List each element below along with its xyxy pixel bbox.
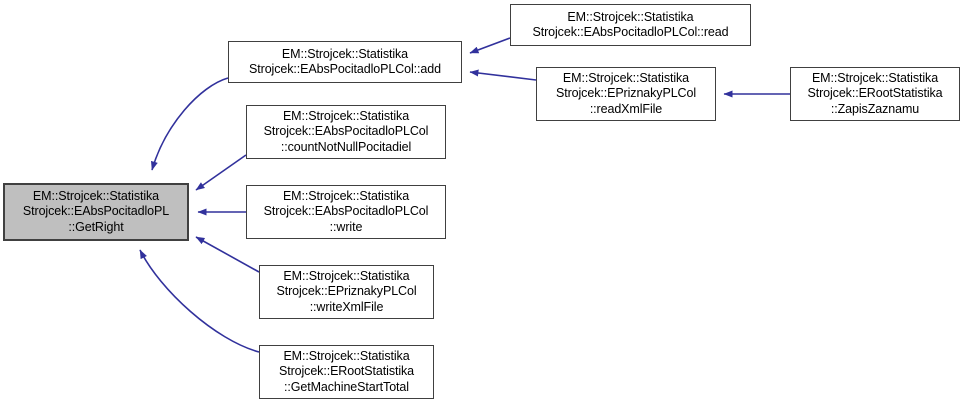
graph-node-root-zapis-zaznamu[interactable]: EM::Strojcek::Statistika Strojcek::ERoot…: [790, 67, 960, 121]
graph-node-label: EM::Strojcek::Statistika Strojcek::EAbsP…: [22, 188, 170, 234]
graph-node-count-not-null[interactable]: EM::Strojcek::Statistika Strojcek::EAbsP…: [246, 105, 446, 159]
graph-edge-col-add-to-get-right: [151, 77, 229, 171]
graph-node-label: EM::Strojcek::Statistika Strojcek::EAbsP…: [263, 188, 429, 234]
graph-edge-priznaky-read-xml-to-col-add: [469, 69, 537, 81]
graph-node-col-read[interactable]: EM::Strojcek::Statistika Strojcek::EAbsP…: [510, 4, 751, 46]
graph-node-col-write[interactable]: EM::Strojcek::Statistika Strojcek::EAbsP…: [246, 185, 446, 239]
graph-edge-root-get-machine-start-total-to-get-right: [139, 249, 260, 353]
graph-node-label: EM::Strojcek::Statistika Strojcek::EAbsP…: [249, 46, 441, 77]
graph-edge-count-not-null-to-get-right: [195, 154, 247, 191]
graph-node-label: EM::Strojcek::Statistika Strojcek::EAbsP…: [263, 108, 429, 154]
graph-node-priznaky-write-xml[interactable]: EM::Strojcek::Statistika Strojcek::EPriz…: [259, 265, 434, 319]
graph-node-root-get-machine-start-total[interactable]: EM::Strojcek::Statistika Strojcek::ERoot…: [259, 345, 434, 399]
graph-node-label: EM::Strojcek::Statistika Strojcek::ERoot…: [807, 70, 943, 116]
graph-node-label: EM::Strojcek::Statistika Strojcek::ERoot…: [278, 348, 415, 394]
graph-node-priznaky-read-xml[interactable]: EM::Strojcek::Statistika Strojcek::EPriz…: [536, 67, 716, 121]
graph-edge-priznaky-write-xml-to-get-right: [195, 236, 260, 273]
graph-node-get-right[interactable]: EM::Strojcek::Statistika Strojcek::EAbsP…: [3, 183, 189, 241]
graph-node-label: EM::Strojcek::Statistika Strojcek::EPriz…: [276, 268, 417, 314]
graph-node-label: EM::Strojcek::Statistika Strojcek::EPriz…: [555, 70, 696, 116]
graph-edge-col-read-to-col-add: [469, 37, 511, 54]
graph-node-col-add[interactable]: EM::Strojcek::Statistika Strojcek::EAbsP…: [228, 41, 462, 83]
graph-node-label: EM::Strojcek::Statistika Strojcek::EAbsP…: [532, 9, 729, 40]
